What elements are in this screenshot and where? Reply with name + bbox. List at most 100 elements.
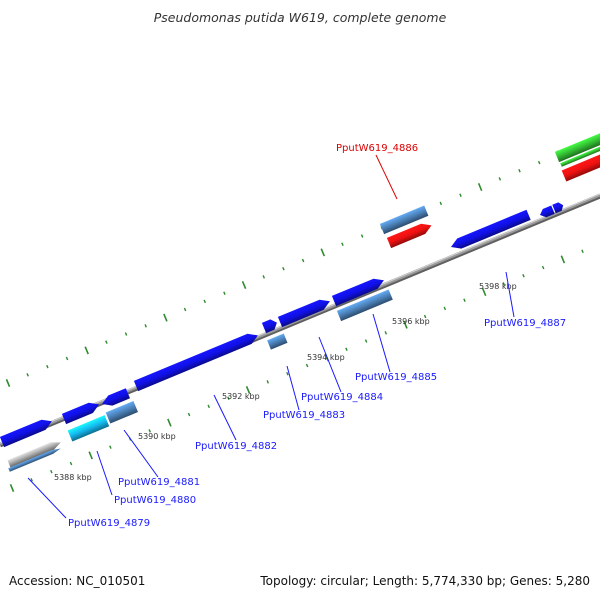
minor-tick	[105, 340, 108, 344]
scale-label-5392: 5392 kbp	[222, 392, 260, 401]
gene-4880b-arrow[interactable]	[61, 402, 100, 425]
minor-tick	[187, 412, 191, 417]
gene-label-4885[interactable]: PputW619_4885	[355, 372, 437, 383]
scale-label-5398: 5398 kbp	[479, 282, 517, 291]
gene-label-4883[interactable]: PputW619_4883	[263, 410, 345, 421]
gene-4888-arrow[interactable]	[540, 205, 555, 218]
minor-tick	[203, 299, 206, 304]
minor-tick	[207, 404, 210, 409]
gene-4890-arrow[interactable]	[561, 154, 600, 182]
minor-tick	[341, 242, 344, 246]
gene-features	[0, 133, 600, 472]
minor-tick	[364, 339, 368, 343]
gene-4889-arrow[interactable]	[554, 133, 600, 163]
gene-4880-arrow[interactable]	[67, 415, 110, 442]
gene-label-4882[interactable]: PputW619_4882	[195, 441, 277, 452]
minor-tick	[124, 332, 128, 336]
gene-4885b-arrow[interactable]	[336, 289, 393, 322]
gene-label-4879[interactable]: PputW619_4879	[68, 518, 150, 529]
gene-4878-arrow[interactable]	[0, 419, 52, 448]
gene-label-4886[interactable]: PputW619_4886	[336, 143, 418, 154]
gene-4879b-arrow[interactable]	[8, 448, 61, 472]
gene-4884-arrow[interactable]	[277, 299, 330, 328]
gene-label-4887[interactable]: PputW619_4887	[484, 318, 566, 329]
minor-tick	[183, 307, 187, 312]
major-tick	[481, 288, 487, 297]
major-tick	[241, 281, 247, 290]
minor-tick	[443, 306, 447, 311]
map-title: Pseudomonas putida W619, complete genome	[154, 10, 447, 25]
gene-label-4881[interactable]: PputW619_4881	[118, 477, 200, 488]
gene-4889b-arrow[interactable]	[560, 146, 600, 167]
label-connectors	[27, 154, 515, 519]
minor-tick	[262, 275, 266, 279]
major-tick	[245, 386, 251, 395]
minor-tick	[286, 371, 289, 376]
minor-tick	[498, 177, 502, 181]
gene-label-4884[interactable]: PputW619_4884	[301, 392, 383, 403]
connector-4887	[505, 271, 515, 318]
connector-4883	[286, 365, 300, 411]
major-tick	[88, 451, 93, 460]
minor-tick	[305, 363, 309, 368]
minor-tick	[384, 331, 388, 335]
minor-tick	[581, 249, 584, 253]
scale-label-5396: 5396 kbp	[392, 317, 430, 326]
minor-tick	[26, 373, 29, 377]
gene-4882-arrow[interactable]	[133, 333, 258, 392]
connector-4882	[213, 394, 237, 441]
minor-tick	[144, 324, 147, 328]
connector-4885	[372, 313, 391, 373]
minor-tick	[522, 273, 525, 278]
minor-tick	[518, 168, 521, 173]
minor-tick	[109, 445, 112, 449]
minor-tick	[227, 396, 230, 400]
gene-4881b-arrow[interactable]	[102, 388, 130, 406]
major-tick	[167, 418, 172, 427]
scale-label-5394: 5394 kbp	[307, 353, 345, 362]
minor-tick	[30, 478, 33, 482]
gene-labels: PputW619_4879 PputW619_4880 PputW619_488…	[68, 143, 566, 529]
minor-tick	[345, 347, 348, 351]
gene-4881-arrow[interactable]	[105, 401, 138, 424]
connector-4880	[96, 450, 113, 496]
minor-tick	[148, 429, 151, 433]
minor-tick	[301, 258, 305, 263]
gene-4886b-arrow[interactable]	[386, 223, 432, 249]
major-tick	[477, 183, 483, 192]
major-tick	[9, 483, 15, 493]
major-tick	[403, 320, 408, 329]
minor-tick	[537, 160, 541, 165]
gene-4886-arrow[interactable]	[379, 205, 429, 235]
minor-tick	[439, 201, 443, 206]
connector-4881	[123, 429, 159, 478]
minor-tick	[69, 461, 73, 466]
gene-label-4880[interactable]: PputW619_4880	[114, 495, 196, 506]
major-tick	[84, 346, 89, 355]
gene-4885-arrow[interactable]	[331, 278, 384, 307]
minor-tick	[423, 314, 427, 319]
major-tick	[163, 313, 168, 322]
major-tick	[5, 378, 11, 388]
genome-summary-text: Topology: circular; Length: 5,774,330 bp…	[260, 574, 590, 588]
connector-4879	[27, 477, 67, 519]
scale-label-5388: 5388 kbp	[54, 473, 92, 482]
accession-text: Accession: NC_010501	[9, 574, 146, 588]
minor-tick	[223, 291, 226, 295]
connector-4884	[318, 336, 342, 393]
minor-tick	[502, 282, 506, 286]
gene-4888b-arrow[interactable]	[552, 202, 564, 214]
gene-4879-arrow[interactable]	[7, 442, 61, 468]
minor-tick	[459, 193, 462, 197]
minor-tick	[360, 234, 364, 238]
gene-4883b-arrow[interactable]	[267, 333, 288, 350]
scale-labels: 5388 kbp 5390 kbp 5392 kbp 5394 kbp 5396…	[54, 282, 517, 482]
major-tick	[320, 248, 326, 257]
connector-4886	[375, 154, 398, 200]
gene-4883-arrow[interactable]	[261, 319, 277, 334]
minor-tick	[463, 298, 466, 302]
minor-tick	[65, 356, 69, 361]
gene-4887-arrow[interactable]	[451, 209, 531, 249]
minor-tick	[282, 266, 285, 271]
